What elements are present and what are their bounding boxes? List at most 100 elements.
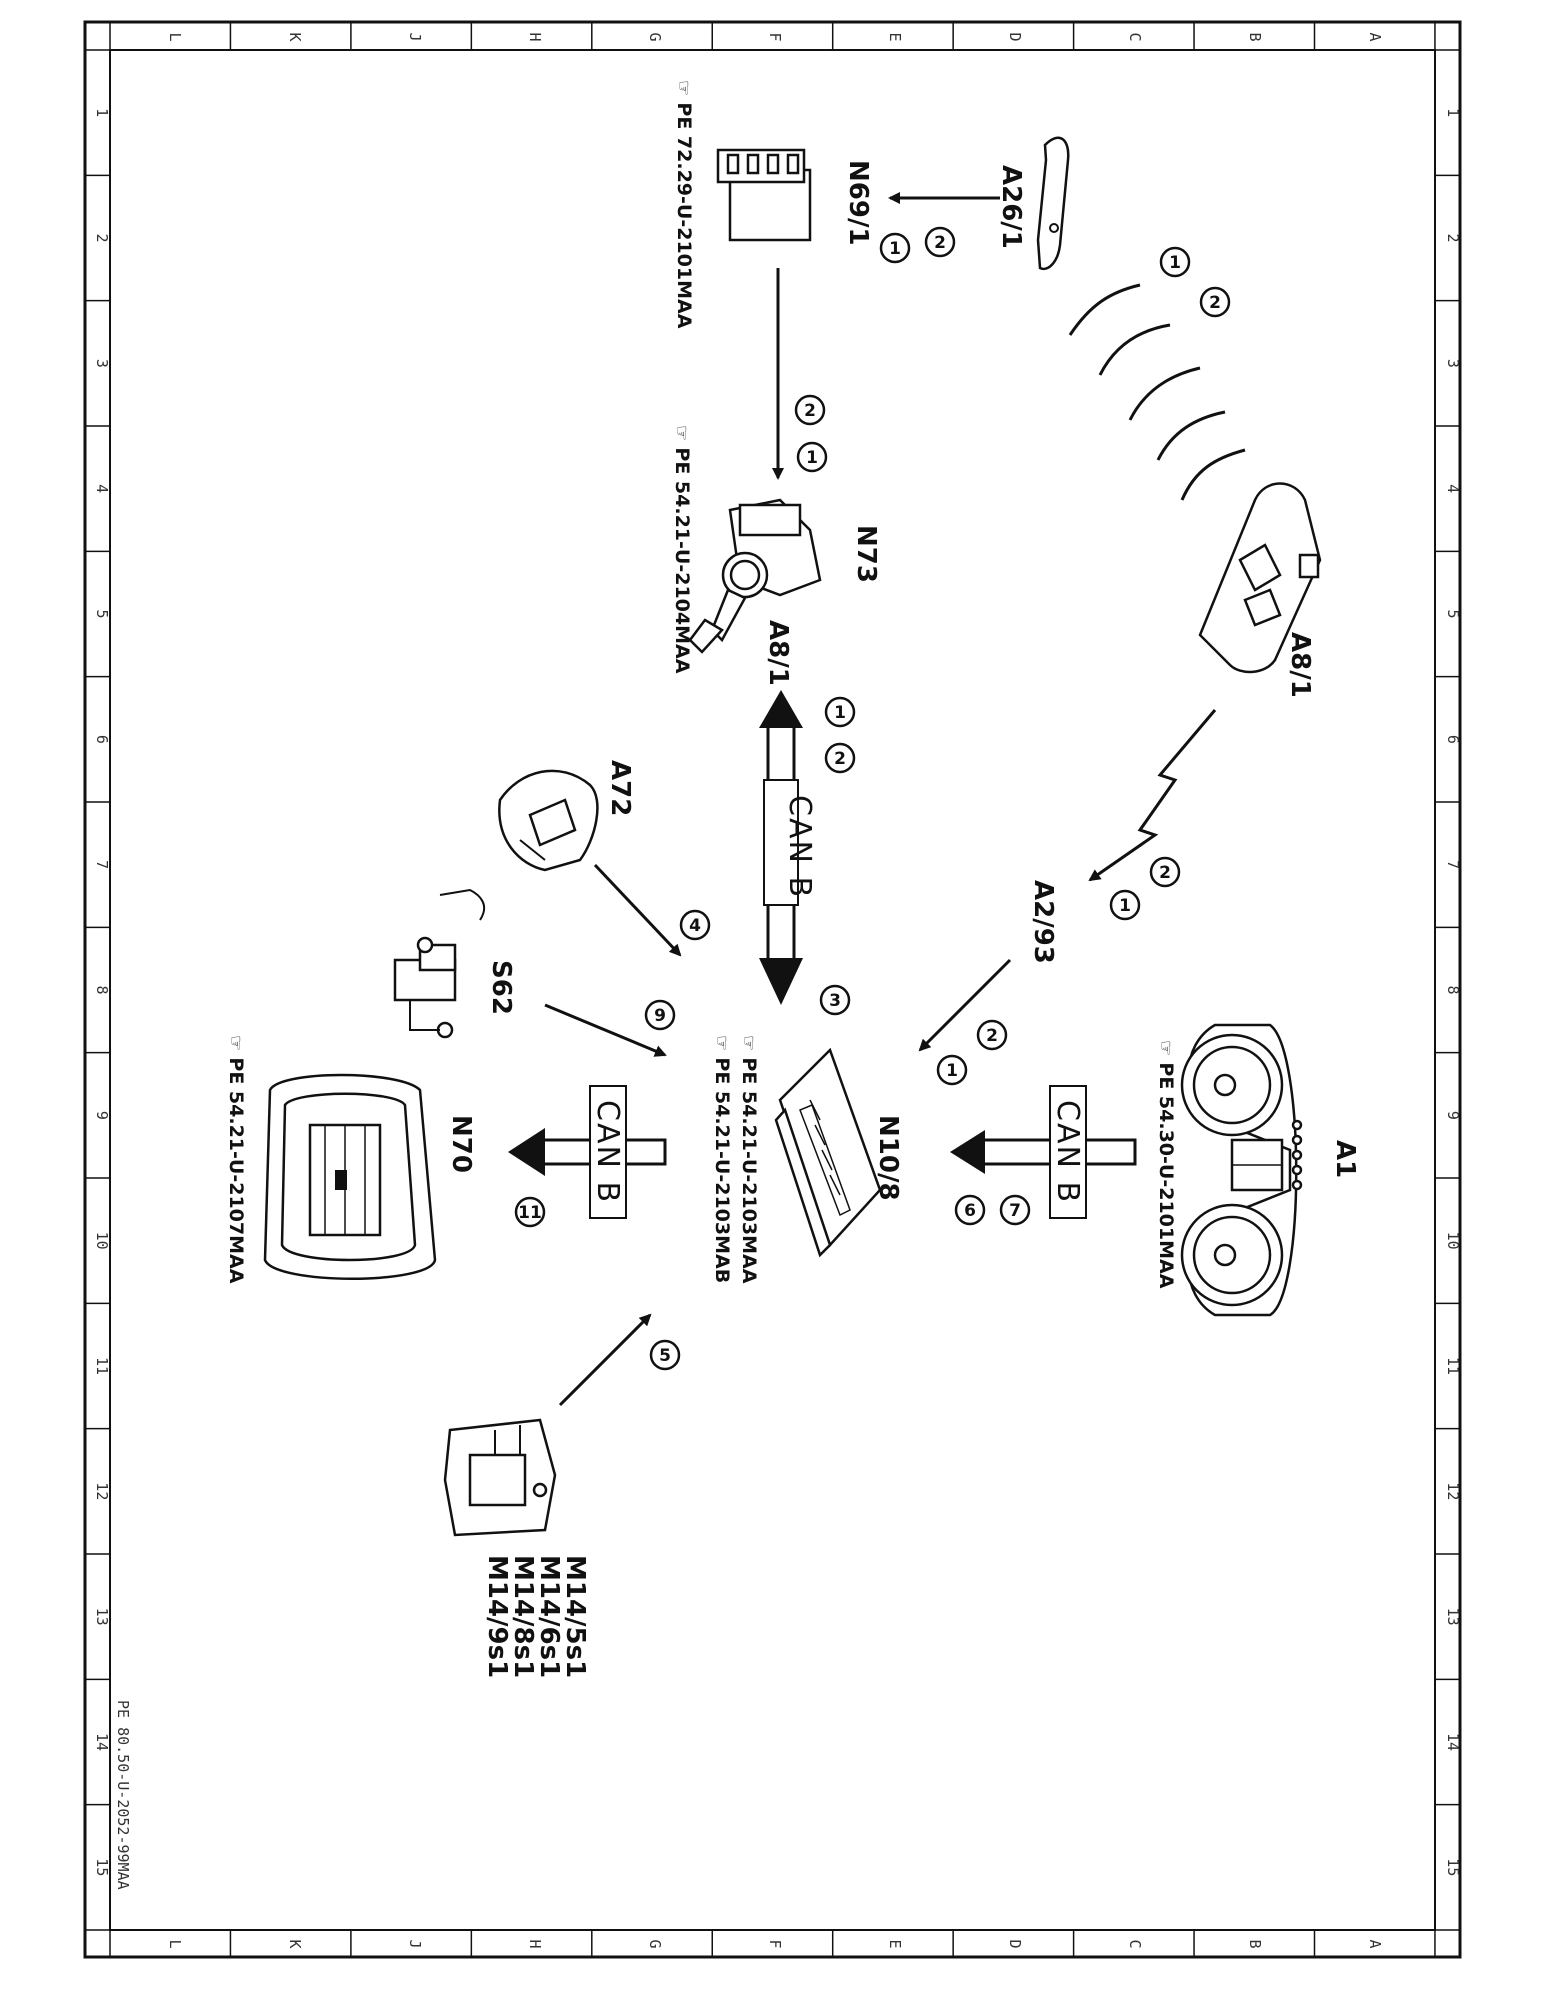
grid-number: 4	[93, 484, 111, 493]
instrument-cluster-illustration	[1180, 1023, 1303, 1317]
grid-number: 15	[1444, 1858, 1462, 1876]
circled-number: 9	[654, 1006, 666, 1026]
label-m14: M14/5s1	[560, 1555, 590, 1678]
ref-n73: PE 54.21-U-2104MAA	[671, 447, 693, 673]
grid-letter: J	[406, 1939, 424, 1948]
label-m14: M14/9s1	[482, 1555, 512, 1678]
ref-n70: PE 54.21-U-2107MAA	[225, 1057, 247, 1283]
grid-letter: H	[526, 1939, 544, 1948]
grid-number: 2	[1444, 233, 1462, 242]
grid-letter: D	[1006, 32, 1024, 41]
circled-number: 1	[1169, 253, 1181, 273]
grid-number: 2	[93, 233, 111, 242]
grid-number: 3	[93, 359, 111, 368]
grid-letter: F	[766, 32, 784, 41]
grid-number: 7	[93, 860, 111, 869]
grid-letter: B	[1246, 1939, 1264, 1948]
grid-letter: L	[166, 1939, 184, 1948]
svg-text:☞ PE 54.21-U-2103MAA: ☞ PE 54.21-U-2103MAA	[738, 1035, 760, 1284]
drawing-frame	[83, 20, 1462, 1959]
label-a72: A72	[605, 760, 635, 816]
grid-number: 10	[1444, 1232, 1462, 1250]
grid-number: 5	[93, 609, 111, 618]
grid-number: 6	[1444, 735, 1462, 744]
circled-number: 6	[964, 1201, 976, 1221]
circled-number: 2	[1209, 293, 1221, 313]
grid-number: 6	[93, 735, 111, 744]
signal-arcs	[1068, 283, 1246, 501]
a72-illustration	[498, 769, 599, 872]
grid-number: 11	[93, 1357, 111, 1375]
grid-letter: F	[766, 1939, 784, 1948]
label-a8-1-lock: A8/1	[763, 620, 793, 686]
can-b-label: CAN B	[590, 1100, 625, 1204]
circled-number: 2	[986, 1026, 998, 1046]
grid-number: 9	[1444, 1111, 1462, 1120]
label-n73: N73	[851, 525, 881, 583]
door-handle-illustration	[1036, 136, 1070, 271]
can-bus-n73-n10: CAN B	[759, 690, 817, 1005]
label-s62: S62	[486, 960, 516, 1015]
s62-illustration	[393, 888, 486, 1039]
label-a26-1: A26/1	[996, 165, 1026, 249]
label-n69-1: N69/1	[843, 160, 873, 246]
ref-n10-a: PE 54.21-U-2103MAA	[738, 1057, 760, 1283]
grid-number: 8	[1444, 985, 1462, 994]
circled-number: 2	[1159, 863, 1171, 883]
grid-letter: G	[646, 32, 664, 41]
m14-actuator-illustration	[443, 1418, 557, 1537]
grid-number: 11	[1444, 1357, 1462, 1375]
circled-number: 2	[804, 401, 816, 421]
grid-number: 9	[93, 1111, 111, 1120]
radio-link-zigzag	[1088, 709, 1217, 882]
grid-letter: C	[1126, 32, 1144, 41]
n10-module-illustration	[774, 1047, 882, 1258]
component-labels: A26/1 N69/1 N73 A8/1 A8/1 A2/93 A1 N10/8…	[446, 160, 1360, 1678]
n70-overhead-panel-illustration	[263, 1073, 437, 1280]
circled-number: 2	[834, 749, 846, 769]
grid-letter: J	[406, 32, 424, 41]
grid-number: 4	[1444, 484, 1462, 493]
key-fob-illustration	[1198, 482, 1322, 674]
n73-ignition-switch-illustration	[688, 498, 822, 654]
svg-text:☞ PE 54.21-U-2103MAB: ☞ PE 54.21-U-2103MAB	[711, 1035, 733, 1283]
grid-letter: E	[886, 32, 904, 41]
circled-number: 5	[659, 1346, 671, 1366]
can-b-label: CAN B	[782, 795, 817, 899]
can-bus-a1-n10: CAN B	[950, 1085, 1137, 1219]
grid-letter: K	[286, 32, 304, 41]
circled-number: 1	[834, 703, 846, 723]
grid-letter: K	[286, 1939, 304, 1948]
footer-code: PE 80.50-U-2052-99MAA	[114, 1700, 132, 1890]
grid-number: 3	[1444, 359, 1462, 368]
grid-letter: H	[526, 32, 544, 41]
grid-number: 12	[93, 1482, 111, 1500]
circled-number: 7	[1009, 1201, 1021, 1221]
grid-number: 13	[93, 1608, 111, 1626]
svg-text:☞ PE 54.21-U-2104MAA: ☞ PE 54.21-U-2104MAA	[671, 425, 693, 674]
grid-number: 8	[93, 985, 111, 994]
grid-letter: A	[1366, 32, 1384, 41]
grid-number: 5	[1444, 609, 1462, 618]
circled-number: 1	[1119, 896, 1131, 916]
grid-number: 12	[1444, 1482, 1462, 1500]
svg-text:☞ PE 72.29-U-2101MAA: ☞ PE 72.29-U-2101MAA	[673, 80, 695, 329]
grid-number: 1	[1444, 108, 1462, 117]
can-b-label: CAN B	[1050, 1100, 1085, 1204]
circled-number: 3	[829, 991, 841, 1011]
hand-icon: ☞	[225, 1035, 246, 1057]
grid-letter: E	[886, 1939, 904, 1948]
circled-number: 4	[689, 916, 701, 936]
grid-number: 10	[93, 1232, 111, 1250]
circled-numbers: 1 2 2 1 2 1 1 2 2 1 2 1 3 4 9 7 6 11 5	[514, 226, 1231, 1371]
hand-icon: ☞	[673, 80, 694, 102]
svg-text:☞ PE 54.30-U-2101MAA: ☞ PE 54.30-U-2101MAA	[1155, 1040, 1177, 1289]
label-n10-8: N10/8	[873, 1115, 903, 1201]
circled-number: 1	[889, 239, 901, 259]
hand-icon: ☞	[711, 1035, 732, 1057]
ref-n69: PE 72.29-U-2101MAA	[673, 102, 695, 328]
label-m14: M14/6s1	[534, 1555, 564, 1678]
label-a1: A1	[1330, 1140, 1360, 1178]
grid-number: 1	[93, 108, 111, 117]
